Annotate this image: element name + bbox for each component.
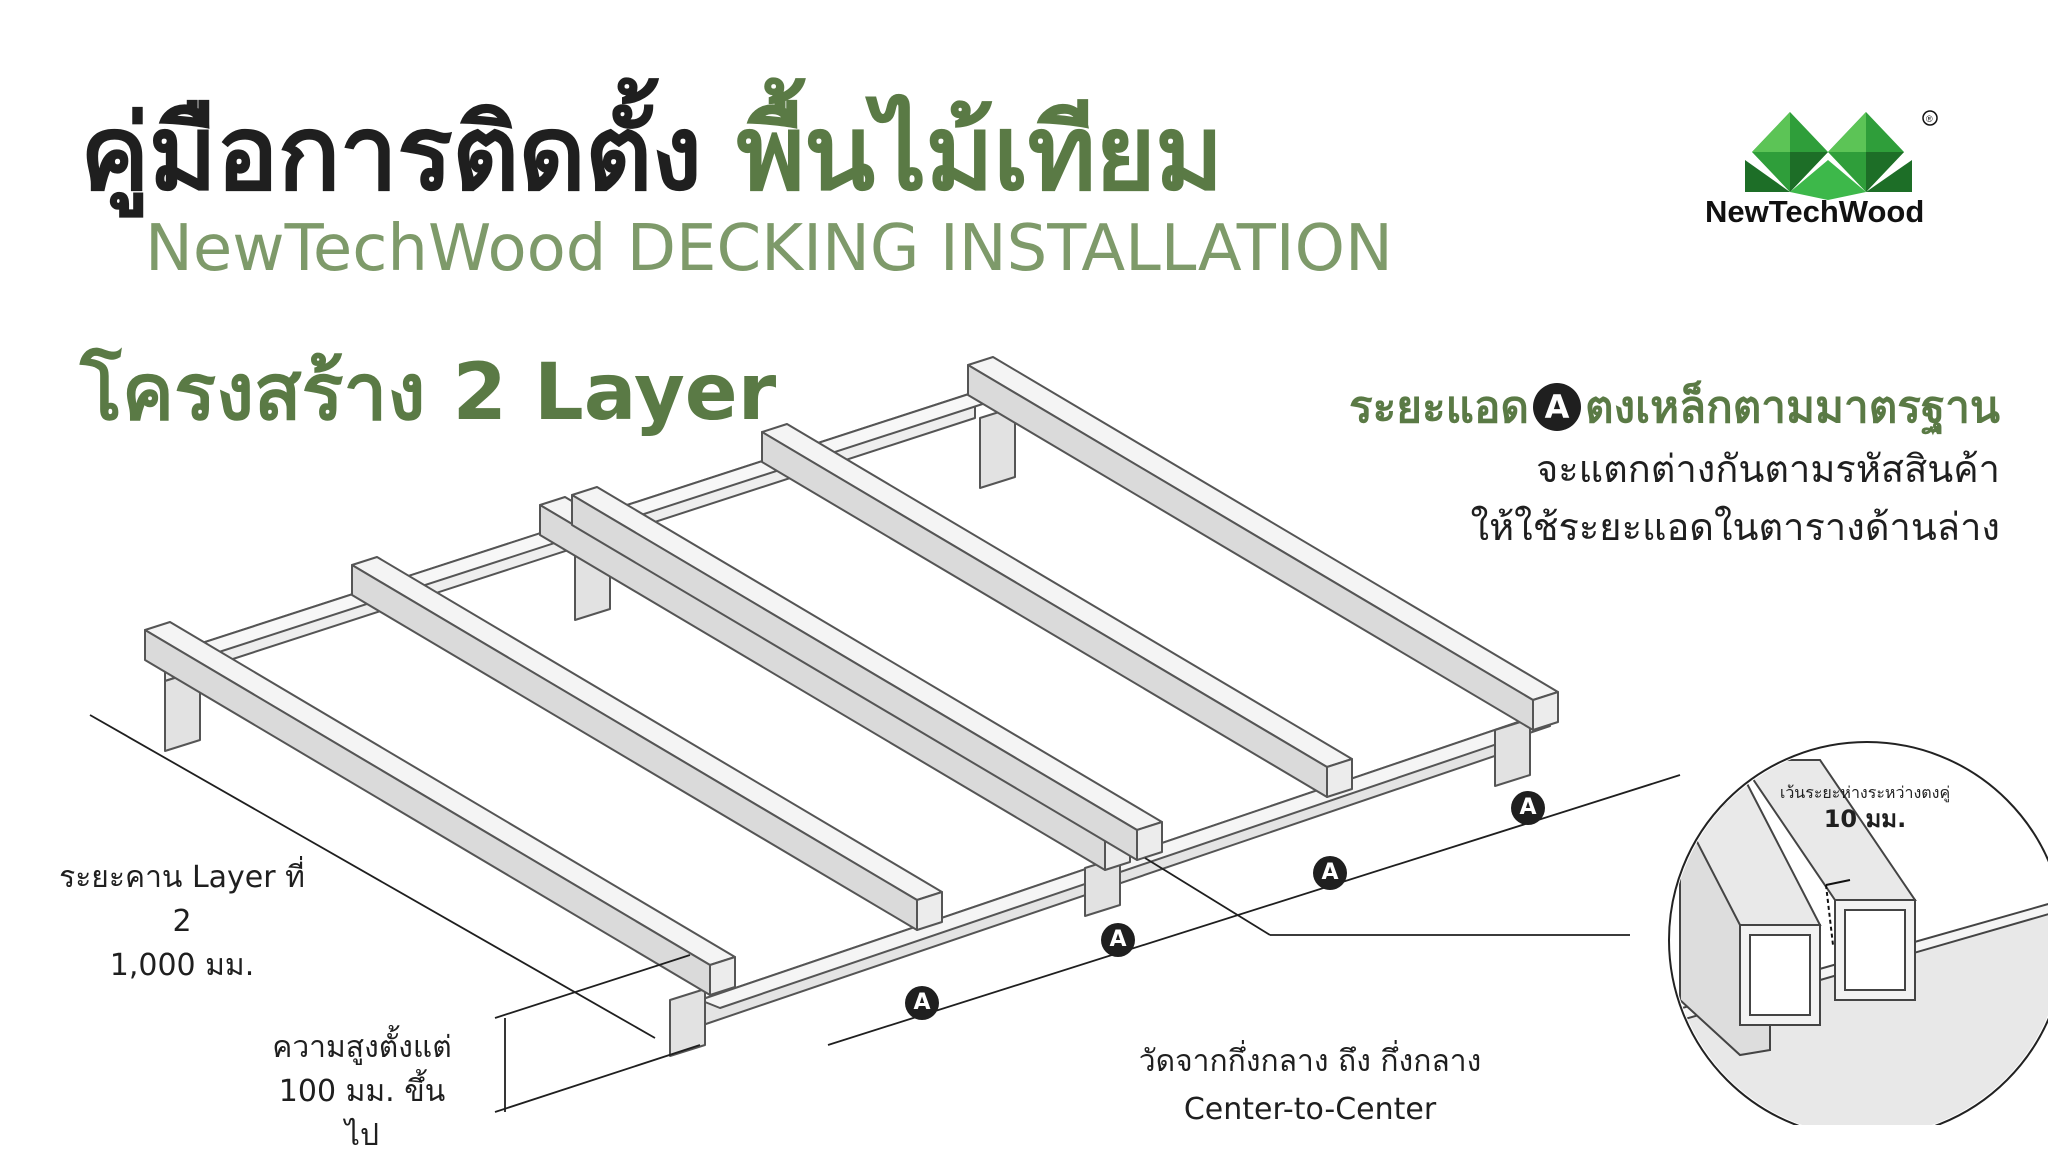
height-label-line2: 100 มม. ขึ้นไป (278, 1074, 446, 1153)
span-label-line2: 1,000 มม. (109, 948, 255, 983)
joist-3b (571, 486, 1163, 861)
marker-a: A (905, 986, 939, 1020)
height-label-line1: ความสูงตั้งแต่ (272, 1030, 452, 1065)
gap-label-line2: 10 มม. (1823, 805, 1907, 833)
marker-a: A (1511, 791, 1545, 825)
diagram-canvas: ® (89, 110, 2048, 1125)
note-line-3: ให้ใช้ระยะแอดในตารางด้านล่าง (1470, 505, 2000, 549)
main-title: คู่มือการติดตั้ง พื้นไม้เทียม (80, 70, 1224, 235)
upper-joists (144, 356, 1559, 996)
title-green-part: พื้นไม้เทียม (736, 92, 1223, 214)
pyramid-logo-icon (1745, 110, 1938, 200)
joist-4 (761, 423, 1353, 798)
marker-a: A (1313, 856, 1347, 890)
height-ref-top (494, 954, 691, 1019)
height-label: ความสูงตั้งแต่ 100 มม. ขึ้นไป (262, 1026, 462, 1158)
span-dimension-line (89, 714, 656, 1039)
section-title: โครงสร้าง 2 Layer (80, 348, 777, 438)
marker-a-badge: A (1533, 383, 1582, 431)
steel-frame (144, 356, 1559, 1057)
registered-mark: ® (1926, 114, 1933, 124)
joist-1 (144, 621, 736, 996)
marker-a: A (1101, 923, 1135, 957)
joist-5 (967, 356, 1559, 731)
center-label-line2: Center-to-Center (1183, 1092, 1437, 1127)
gap-label-line1: เว้นระยะห่างระหว่างตงคู่ (1779, 783, 1951, 802)
joist-2 (351, 556, 943, 931)
span-label: ระยะคาน Layer ที่ 2 1,000 มม. (52, 856, 312, 988)
height-ref-bottom (494, 1044, 701, 1113)
note-spacing-after: ตงเหล็กตามมาตรฐาน (1585, 382, 2000, 433)
note-line-2: จะแตกต่างกันตามรหัสสินค้า (1535, 447, 2000, 491)
brand-logo-text: NewTechWood (1705, 194, 1925, 229)
title-dark-part: คู่มือการติดตั้ง (80, 92, 702, 214)
span-label-line1: ระยะคาน Layer ที่ 2 (59, 860, 305, 939)
center-label-line1: วัดจากกึ่งกลาง ถึง กึ่งกลาง (1138, 1044, 1482, 1079)
center-to-center-label: วัดจากกึ่งกลาง ถึง กึ่งกลาง Center-to-Ce… (1120, 1038, 1500, 1134)
leader-to-detail (1144, 857, 1271, 936)
english-subtitle: NewTechWood DECKING INSTALLATION (145, 212, 1393, 286)
gap-detail-label: เว้นระยะห่างระหว่างตงคู่ 10 มม. (1745, 780, 1985, 832)
note-spacing-before: ระยะแอด (1348, 382, 1530, 433)
